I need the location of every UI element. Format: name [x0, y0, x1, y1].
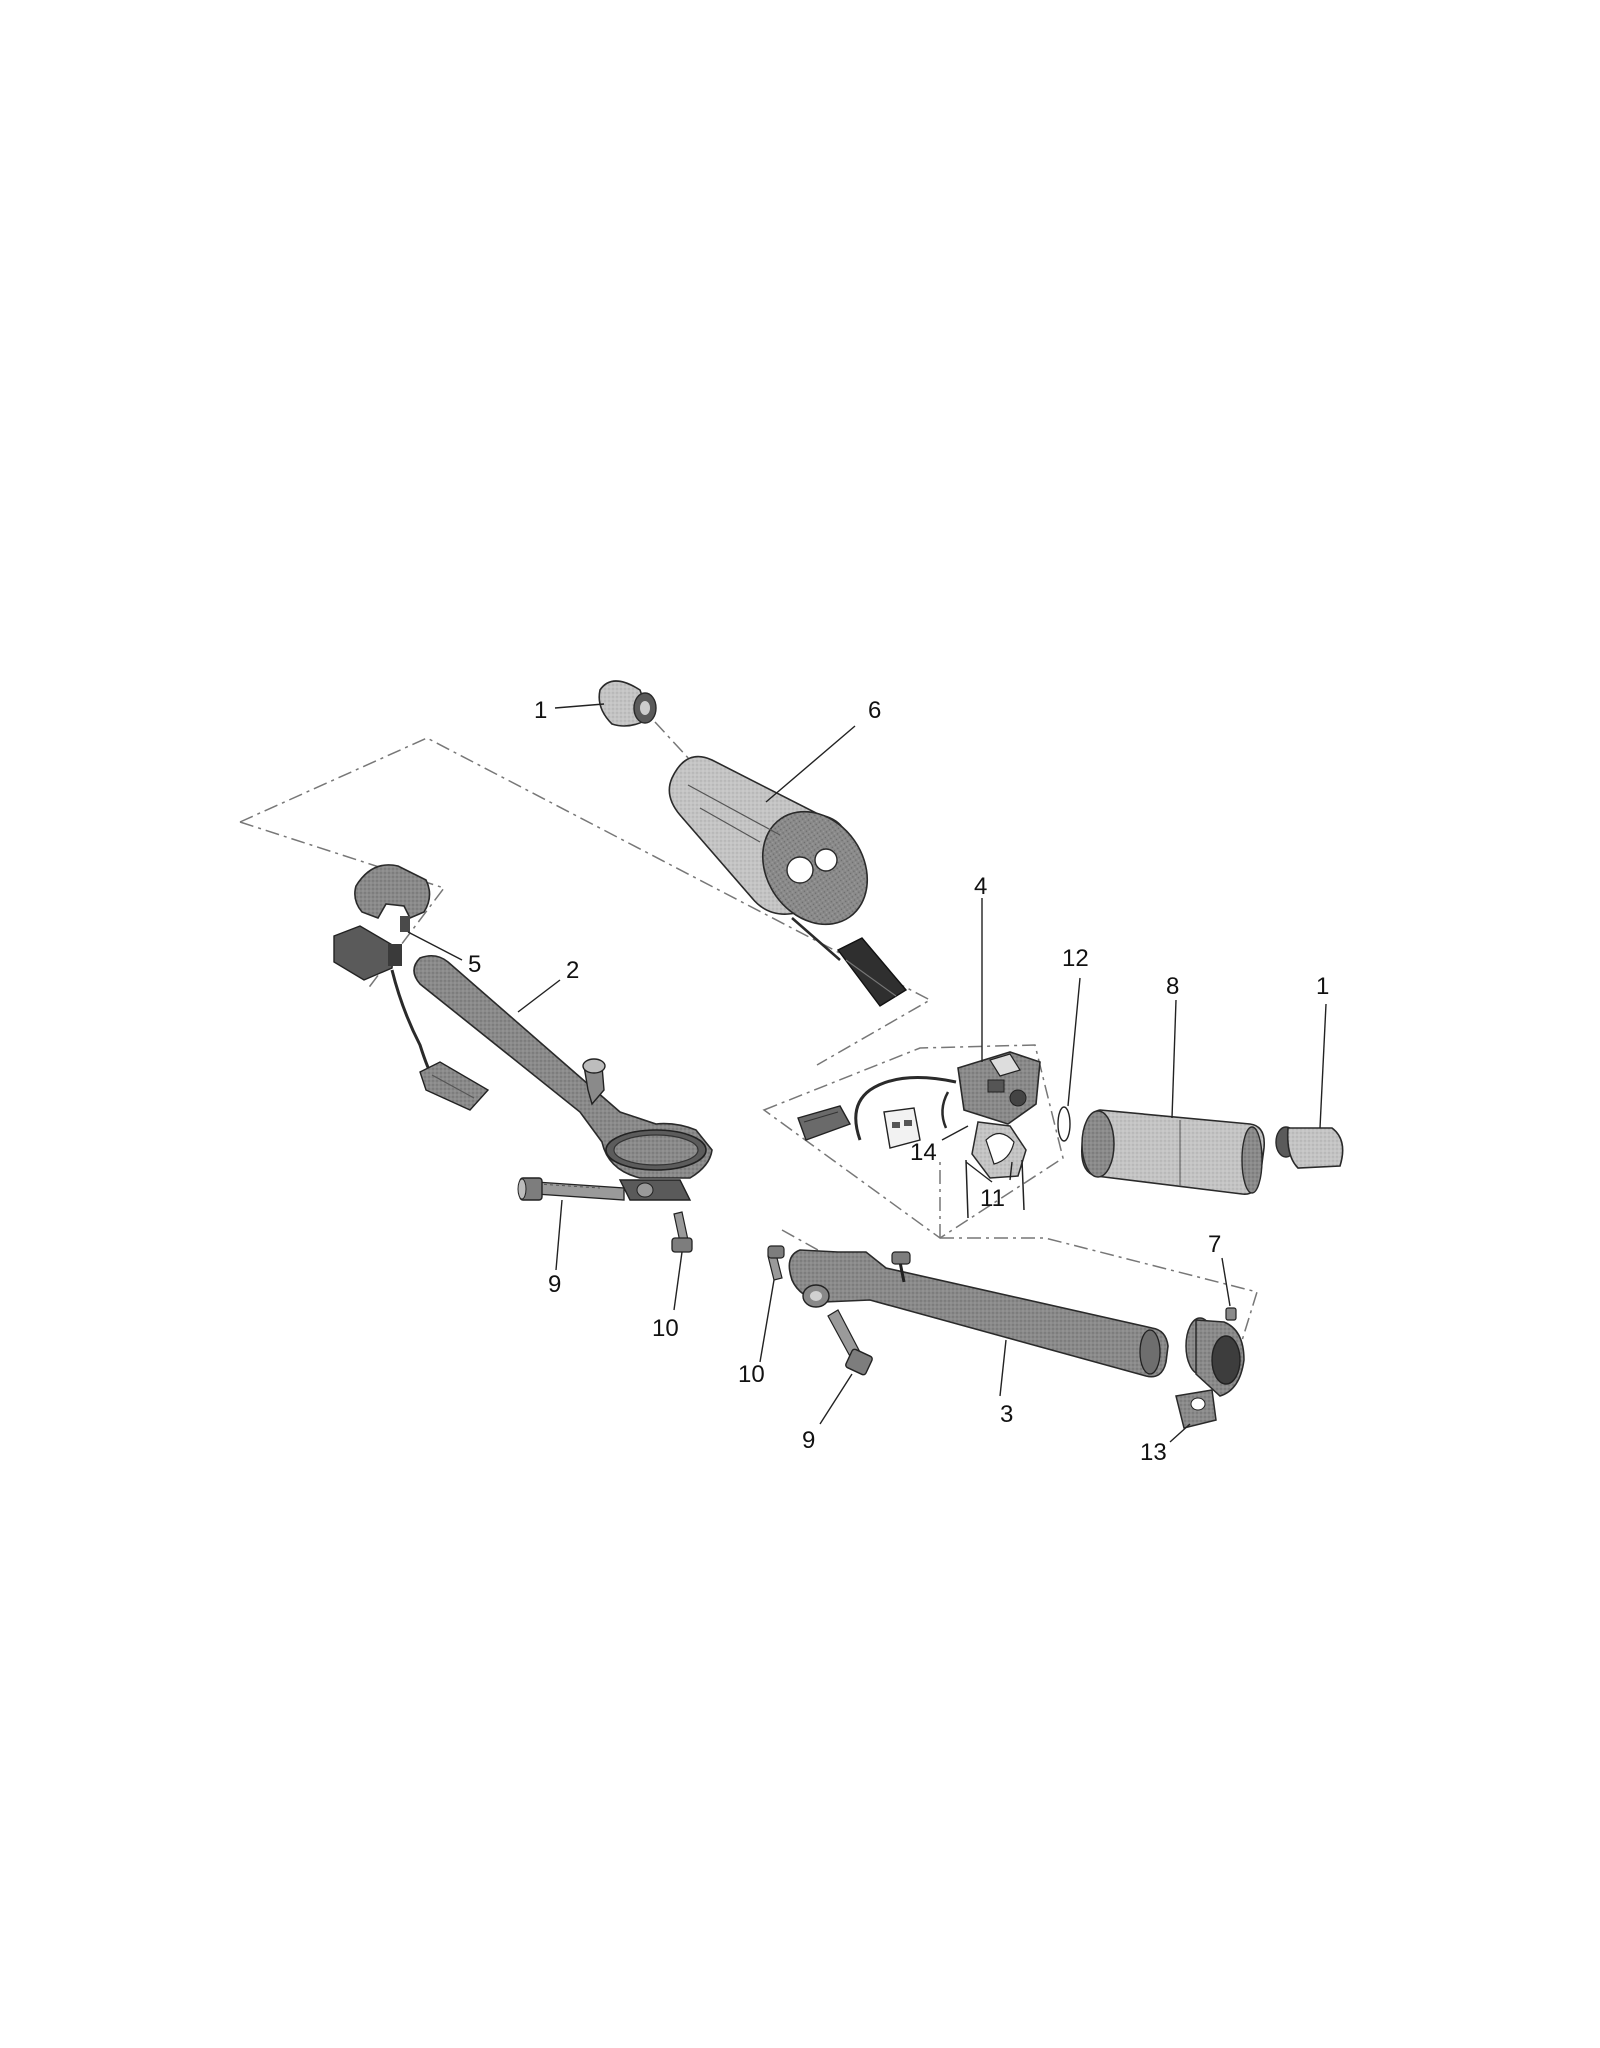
heated-grip-left — [668, 755, 908, 1007]
callout-1-right: 1 — [1316, 973, 1329, 1000]
callout-2: 2 — [566, 957, 579, 984]
bolt-left — [517, 1177, 625, 1201]
axis-line — [654, 721, 691, 761]
callout-3: 3 — [1000, 1401, 1013, 1428]
callout-5: 5 — [468, 951, 481, 978]
callout-4: 4 — [974, 873, 987, 900]
right-grip — [1080, 1109, 1266, 1195]
callout-10-mid: 10 — [738, 1361, 765, 1388]
callout-7: 7 — [1208, 1231, 1221, 1258]
right-assembly-boundary — [939, 1158, 1258, 1361]
callout-12: 12 — [1062, 945, 1089, 972]
o-ring — [1057, 1106, 1071, 1142]
callout-1-top: 1 — [534, 697, 547, 724]
right-handlebar — [767, 1245, 1169, 1378]
heated-grip-controller — [333, 864, 490, 1111]
callout-8: 8 — [1166, 973, 1179, 1000]
left-assembly-boundary — [239, 737, 932, 1066]
left-handlebar — [413, 954, 713, 1201]
bar-end-weight-left — [598, 680, 657, 727]
bar-end-weight-right — [1275, 1126, 1344, 1169]
callout-14: 14 — [910, 1139, 937, 1166]
screw-left — [671, 1211, 693, 1253]
callout-9-mid: 9 — [802, 1427, 815, 1454]
callout-13: 13 — [1140, 1439, 1167, 1466]
callout-9-left: 9 — [548, 1271, 561, 1298]
switch-assembly-boundary — [762, 1044, 1064, 1239]
callout-11: 11 — [980, 1185, 1005, 1212]
throttle-housing — [1175, 1317, 1245, 1429]
callout-6: 6 — [868, 697, 881, 724]
right-switch-housing — [797, 1051, 1041, 1219]
grub-screw — [1225, 1307, 1237, 1321]
callout-10-left: 10 — [652, 1315, 679, 1342]
